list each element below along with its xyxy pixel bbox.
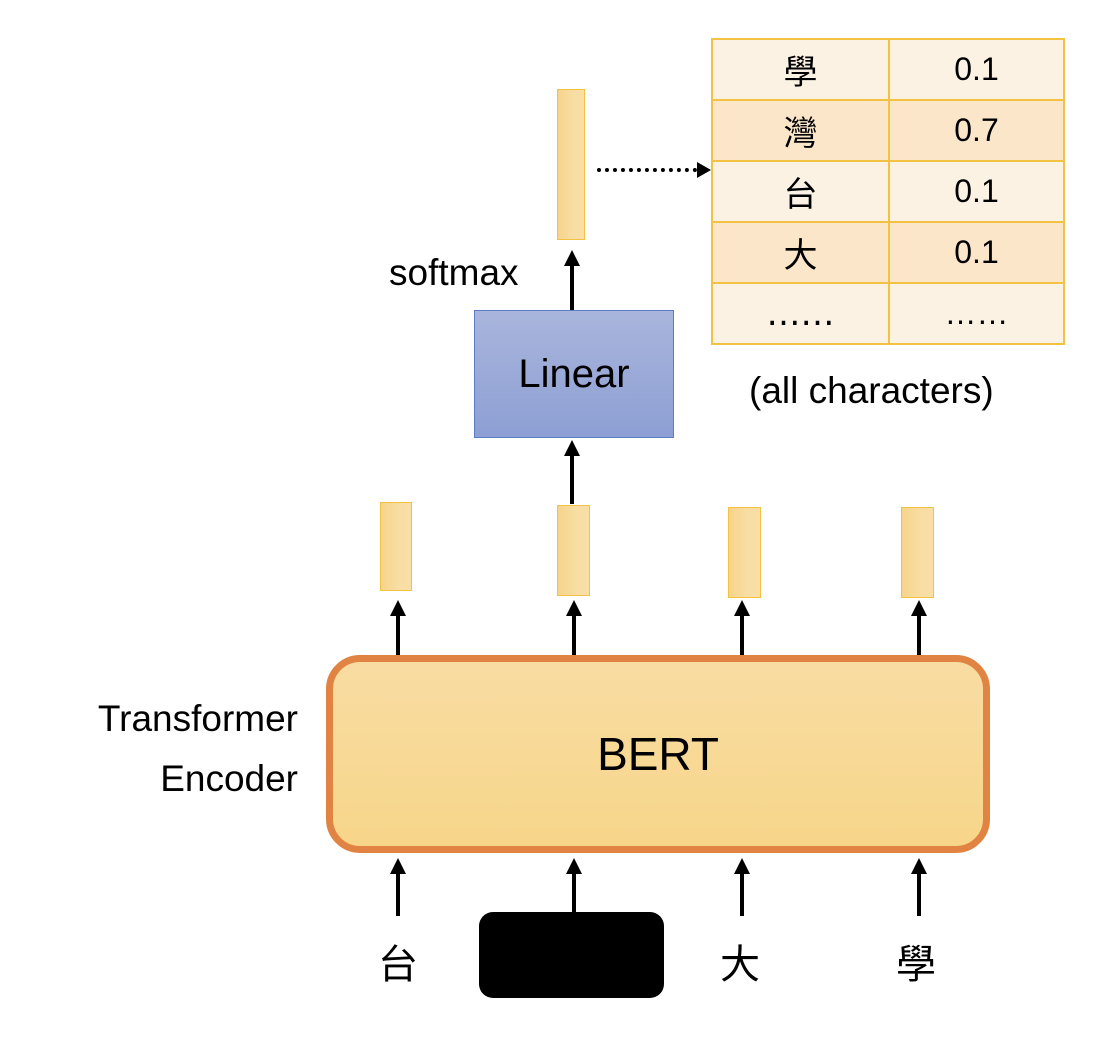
- softmax-output-vector: [557, 89, 585, 240]
- linear-label: Linear: [518, 351, 630, 396]
- table-row: 台 0.1: [711, 160, 1065, 223]
- table-caption: (all characters): [749, 370, 994, 411]
- char-cell: 學: [711, 38, 890, 101]
- arrow-up-icon: [564, 440, 580, 504]
- table-row: 大 0.1: [711, 221, 1065, 284]
- arrow-up-icon: [911, 600, 927, 658]
- encoder-label-line2: Encoder: [160, 758, 298, 799]
- bert-block: BERT: [326, 655, 990, 853]
- arrow-up-icon: [911, 858, 927, 916]
- prob-cell: 0.1: [888, 38, 1065, 101]
- probability-table: 學 0.1 灣 0.7 台 0.1 大 0.1 …… ……: [711, 38, 1065, 345]
- prob-cell: 0.1: [888, 160, 1065, 223]
- arrow-up-icon: [390, 858, 406, 916]
- char-cell: 大: [711, 221, 890, 284]
- arrow-up-icon: [566, 600, 582, 658]
- output-vector-3: [728, 507, 761, 598]
- arrow-up-icon: [390, 600, 406, 658]
- dotted-arrow-line: [597, 168, 697, 172]
- input-token-1: 台: [378, 942, 418, 988]
- output-vector-2: [557, 505, 590, 596]
- prob-cell: 0.7: [888, 99, 1065, 162]
- char-cell: 台: [711, 160, 890, 223]
- encoder-label-line1: Transformer: [97, 698, 298, 739]
- bert-label: BERT: [597, 728, 719, 780]
- arrow-up-icon: [566, 858, 582, 914]
- arrow-up-icon: [734, 600, 750, 658]
- prob-cell: ……: [888, 282, 1065, 345]
- input-token-3: 大: [720, 942, 760, 988]
- output-vector-4: [901, 507, 934, 598]
- char-cell: 灣: [711, 99, 890, 162]
- table-row: 灣 0.7: [711, 99, 1065, 162]
- table-row: 學 0.1: [711, 38, 1065, 101]
- linear-layer: Linear: [474, 310, 674, 438]
- dotted-arrow-head-icon: [697, 162, 711, 178]
- masked-token: [479, 912, 664, 998]
- output-vector-1: [380, 502, 412, 591]
- table-row: …… ……: [711, 282, 1065, 345]
- char-cell: ……: [711, 282, 890, 345]
- arrow-up-icon: [734, 858, 750, 916]
- input-token-4: 學: [896, 942, 936, 988]
- softmax-label: softmax: [389, 252, 519, 293]
- prob-cell: 0.1: [888, 221, 1065, 284]
- arrow-up-icon: [564, 250, 580, 310]
